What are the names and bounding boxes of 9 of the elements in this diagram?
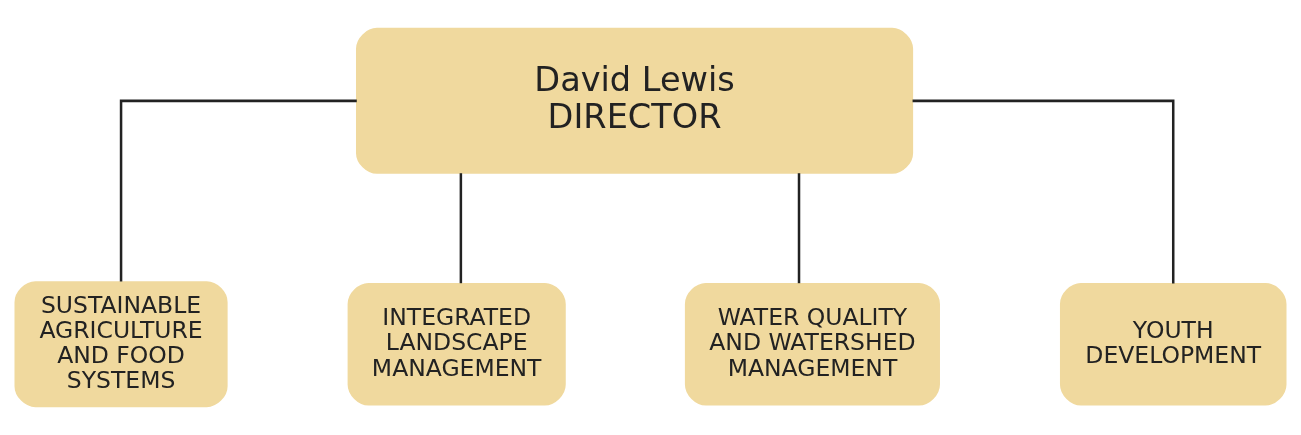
connector [912,99,1175,284]
connector [119,99,357,282]
connector [459,173,463,284]
node-box: SUSTAINABLE AGRICULTURE AND FOOD SYSTEMS [14,281,228,408]
connector [797,173,801,284]
node-box: INTEGRATED LANDSCAPE MANAGEMENT [347,282,566,406]
node-box: YOUTH DEVELOPMENT [1059,282,1287,406]
node-box: WATER QUALITY AND WATERSHED MANAGEMENT [684,282,940,406]
node-box: David Lewis DIRECTOR [356,27,914,174]
